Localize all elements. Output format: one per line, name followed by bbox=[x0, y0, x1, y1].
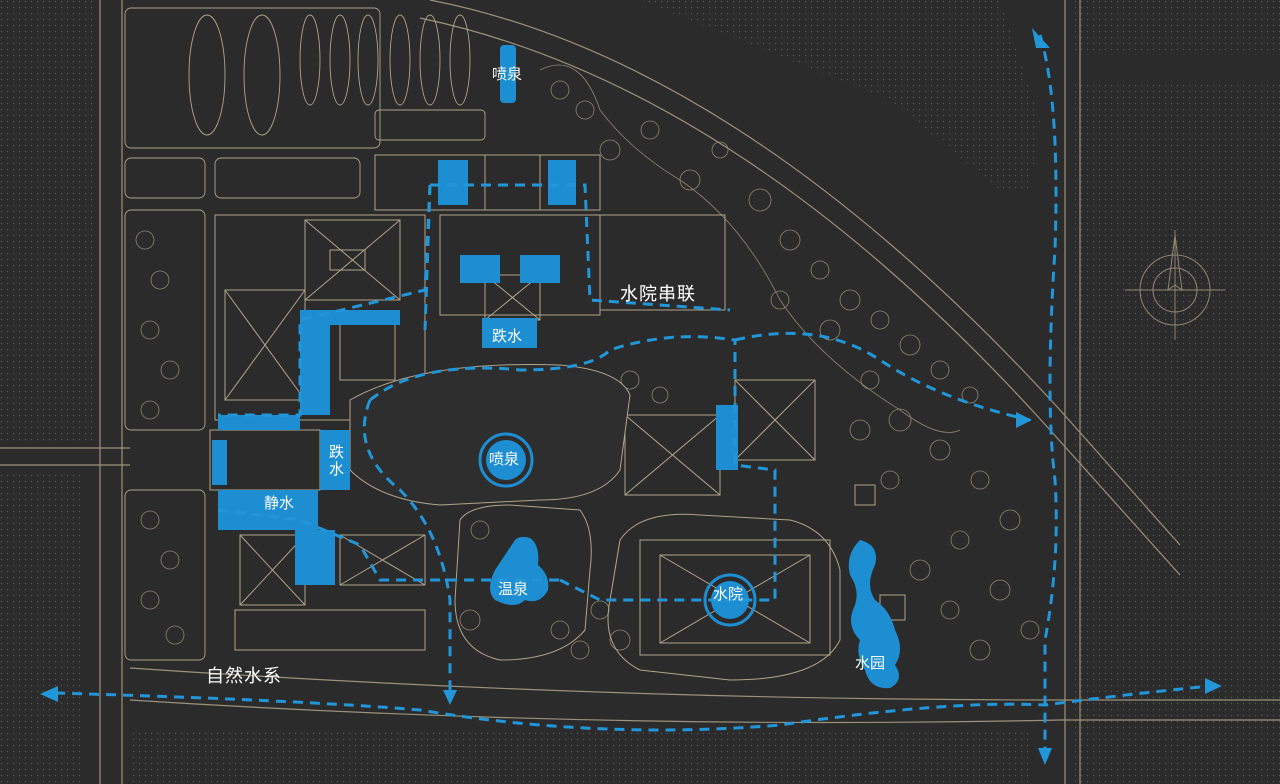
water-garden-label: 水园 bbox=[855, 654, 886, 672]
water-court-link-label: 水院串联 bbox=[620, 284, 696, 305]
flow-arrowheads bbox=[40, 28, 1222, 765]
still-water-label: 静水 bbox=[264, 494, 295, 512]
fountain-top-label: 喷泉 bbox=[492, 65, 523, 83]
compass-icon bbox=[1125, 230, 1225, 340]
natural-water-label: 自然水系 bbox=[206, 666, 282, 687]
drop-water-left-label: 跌水 bbox=[327, 444, 345, 478]
water-features bbox=[212, 45, 900, 689]
hot-spring-label: 温泉 bbox=[498, 580, 529, 598]
water-court-label: 水院 bbox=[713, 585, 744, 603]
fountain-center-label: 喷泉 bbox=[489, 450, 520, 468]
drop-water-center-label: 跌水 bbox=[492, 327, 523, 345]
water-flow-routes bbox=[54, 34, 1221, 755]
parking-area bbox=[124, 7, 486, 661]
vegetation bbox=[135, 64, 1040, 661]
buildings bbox=[209, 154, 906, 681]
